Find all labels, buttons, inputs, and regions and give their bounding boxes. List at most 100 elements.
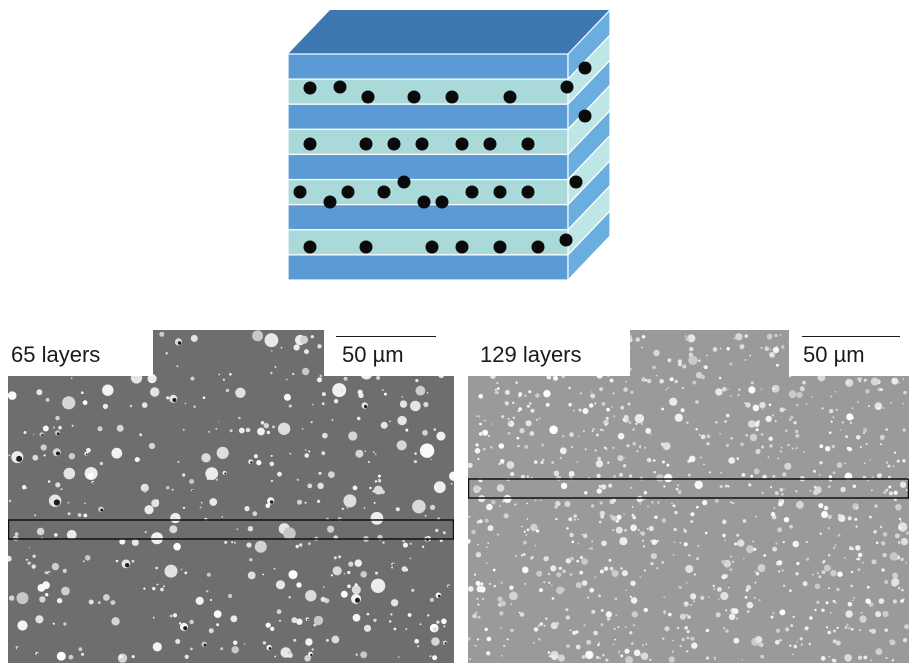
particle: [667, 358, 672, 363]
particle: [541, 443, 544, 447]
particle: [8, 499, 12, 503]
particle: [686, 650, 689, 653]
particle: [488, 582, 491, 586]
particle: [584, 491, 588, 495]
particle: [581, 655, 586, 659]
particle: [600, 514, 605, 519]
particle: [597, 643, 600, 647]
particle: [246, 542, 252, 548]
particle: [231, 541, 234, 544]
particle: [360, 651, 368, 659]
particle: [568, 386, 571, 390]
particle: [860, 446, 862, 448]
particle: [524, 444, 529, 449]
particle: [578, 61, 592, 75]
particle: [423, 401, 429, 408]
particle: [323, 195, 337, 209]
particle: [719, 485, 723, 489]
particle: [728, 457, 736, 464]
particle: [503, 645, 506, 647]
particle: [604, 423, 608, 426]
particle: [292, 372, 295, 376]
particle: [274, 366, 277, 368]
particle: [319, 374, 323, 378]
particle: [397, 415, 407, 426]
particle: [789, 418, 792, 421]
particle: [512, 401, 515, 404]
particle: [870, 628, 876, 634]
particle: [714, 498, 719, 503]
particle: [642, 539, 644, 542]
particle: [654, 515, 658, 519]
particle: [208, 628, 214, 634]
void: [36, 653, 39, 655]
particle: [821, 570, 826, 574]
void: [29, 547, 31, 549]
particle: [119, 538, 126, 545]
particle: [623, 513, 625, 515]
particle: [831, 444, 836, 449]
void: [53, 499, 61, 506]
particle: [526, 502, 528, 505]
particle: [56, 598, 63, 604]
particle: [600, 609, 604, 612]
particle: [857, 568, 861, 572]
particle: [792, 653, 794, 656]
particle: [687, 334, 696, 343]
particle: [868, 515, 872, 519]
particle: [485, 546, 488, 549]
particle: [746, 545, 754, 554]
particle: [669, 397, 678, 406]
particle: [875, 648, 883, 655]
particle: [397, 656, 400, 658]
particle: [745, 434, 748, 437]
particle: [848, 627, 851, 630]
particle: [160, 587, 164, 592]
particle: [590, 391, 593, 393]
particle: [530, 523, 538, 532]
particle: [857, 401, 859, 404]
particle: [741, 659, 744, 661]
particle: [238, 416, 241, 420]
particle: [395, 507, 400, 512]
particle: [771, 384, 780, 393]
particle: [601, 484, 607, 490]
particle: [265, 503, 271, 509]
particle: [775, 542, 778, 545]
particle: [854, 517, 858, 521]
particle: [81, 391, 84, 394]
particle: [875, 611, 882, 618]
particle: [892, 465, 895, 468]
particle: [478, 394, 483, 399]
particle: [764, 346, 770, 351]
particle: [8, 555, 12, 562]
particle: [373, 618, 377, 622]
void: [448, 585, 450, 588]
particle: [544, 556, 549, 561]
particle: [645, 643, 648, 646]
particle: [510, 628, 514, 633]
particle: [320, 596, 326, 602]
particle: [558, 566, 562, 570]
particle: [503, 90, 517, 104]
particle: [289, 452, 292, 455]
void: [437, 594, 441, 598]
particle: [180, 568, 183, 571]
particle: [58, 425, 62, 430]
particle: [492, 568, 496, 572]
particle: [717, 587, 722, 592]
particle: [97, 601, 101, 604]
particle: [488, 435, 491, 437]
particle: [690, 593, 697, 600]
particle: [857, 655, 863, 660]
particle: [779, 639, 782, 642]
particle: [900, 599, 904, 603]
particle: [763, 554, 767, 557]
particle: [780, 446, 783, 449]
particle: [767, 456, 770, 458]
particle: [623, 387, 628, 392]
particle: [605, 658, 609, 662]
particle: [594, 449, 597, 452]
particle: [238, 427, 245, 434]
particle: [862, 561, 864, 564]
